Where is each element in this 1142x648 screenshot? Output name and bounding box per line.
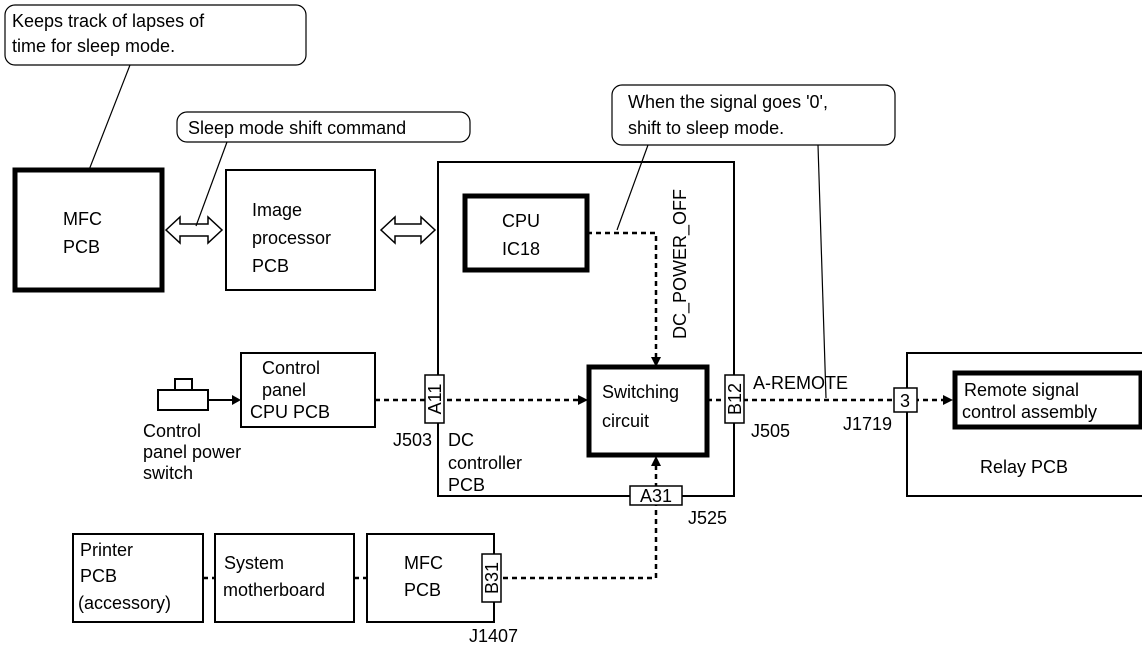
remote-signal-box [952, 370, 1142, 430]
callout-signal-zero-line-1: When the signal goes '0', [628, 92, 828, 112]
j1719-label: J1719 [843, 414, 892, 434]
mfc-pcb-bottom-label-1: MFC [404, 553, 443, 573]
image-processor-box [225, 169, 376, 291]
image-processor-label-2: processor [252, 228, 331, 248]
j503-label: J503 [393, 430, 432, 450]
callout-sleep-timer [4, 4, 307, 66]
power-switch-label-3: switch [143, 463, 193, 483]
connector-a11 [424, 374, 445, 424]
relay-pcb-label: Relay PCB [980, 457, 1068, 477]
image-processor-label-1: Image [252, 200, 302, 220]
dc-controller-label-1: DC [448, 430, 474, 450]
cpu-label-1: CPU [502, 211, 540, 231]
printer-pcb-label-1: Printer [80, 540, 133, 560]
mfc-pcb-top-label-2: PCB [63, 237, 100, 257]
j525-label: J525 [688, 508, 727, 528]
control-panel-cpu-label-3: CPU PCB [250, 402, 330, 422]
cpu-signal-arrowhead [651, 357, 661, 367]
system-motherboard-box [214, 533, 355, 623]
j1407-label: J1407 [469, 626, 518, 646]
image-processor-dc-arrow [379, 215, 437, 245]
system-motherboard-label-2: motherboard [223, 580, 325, 600]
mfc-pcb-bottom-box [366, 533, 495, 623]
connector-a31-label: A31 [640, 486, 672, 506]
remote-signal-label-1: Remote signal [964, 380, 1079, 400]
remote-signal-label-2: control assembly [962, 402, 1097, 422]
mfc-image-processor-arrow [164, 215, 224, 245]
printer-pcb-label-2: PCB [80, 566, 117, 586]
cpu-box [462, 193, 590, 273]
connector-a31 [629, 485, 683, 506]
connector-b31-label: B31 [482, 562, 502, 594]
mfc-pcb-top-label-1: MFC [63, 209, 102, 229]
connector-pin-3-label: 3 [900, 391, 910, 411]
connector-b12 [724, 374, 745, 424]
power-switch-icon [157, 378, 209, 411]
switching-circuit-box [586, 364, 710, 458]
callout-sleep-timer-line-2: time for sleep mode. [12, 36, 175, 56]
control-panel-cpu-label-2: panel [262, 380, 306, 400]
mfc-pcb-top-box [12, 167, 165, 293]
cpu-label-2: IC18 [502, 239, 540, 259]
connector-a11-label: A11 [425, 384, 445, 415]
callout-signal-zero-leader-cpu [616, 144, 649, 231]
callout-sleep-timer-line-1: Keeps track of lapses of [12, 11, 205, 31]
dc-power-off-label: DC_POWER_OFF [670, 189, 691, 339]
connector-b12-label: B12 [725, 383, 745, 415]
system-motherboard-label-1: System [224, 553, 284, 573]
mfc-signal-arrowhead [651, 456, 661, 466]
callout-shift-command-text: Sleep mode shift command [188, 118, 406, 138]
control-panel-cpu-label-1: Control [262, 358, 320, 378]
callout-signal-zero-line-2: shift to sleep mode. [628, 118, 784, 138]
dc-controller-label-3: PCB [448, 475, 485, 495]
power-switch-arrowhead [232, 395, 241, 405]
callout-shift-command-leader [195, 141, 228, 227]
a-remote-label: A-REMOTE [753, 373, 848, 393]
connector-b31 [481, 553, 502, 603]
callout-signal-zero [611, 84, 896, 146]
image-processor-label-3: PCB [252, 256, 289, 276]
dc-controller-label-2: controller [448, 453, 522, 473]
a-remote-signal-arrowhead [943, 395, 953, 405]
control-panel-signal-arrowhead [578, 395, 588, 405]
switching-circuit-label-2: circuit [602, 411, 649, 431]
callout-sleep-timer-leader [88, 64, 131, 171]
power-switch-label-1: Control [143, 421, 201, 441]
callout-shift-command [176, 111, 471, 143]
mfc-pcb-bottom-label-2: PCB [404, 580, 441, 600]
j505-label: J505 [751, 421, 790, 441]
power-switch-label-2: panel power [143, 442, 241, 462]
callout-signal-zero-leader-remote [817, 144, 827, 399]
connector-pin-3 [893, 387, 918, 413]
cpu-signal-line [587, 231, 658, 359]
control-panel-cpu-box [240, 352, 376, 428]
switching-circuit-label-1: Switching [602, 382, 679, 402]
printer-pcb-label-3: (accessory) [78, 593, 171, 613]
